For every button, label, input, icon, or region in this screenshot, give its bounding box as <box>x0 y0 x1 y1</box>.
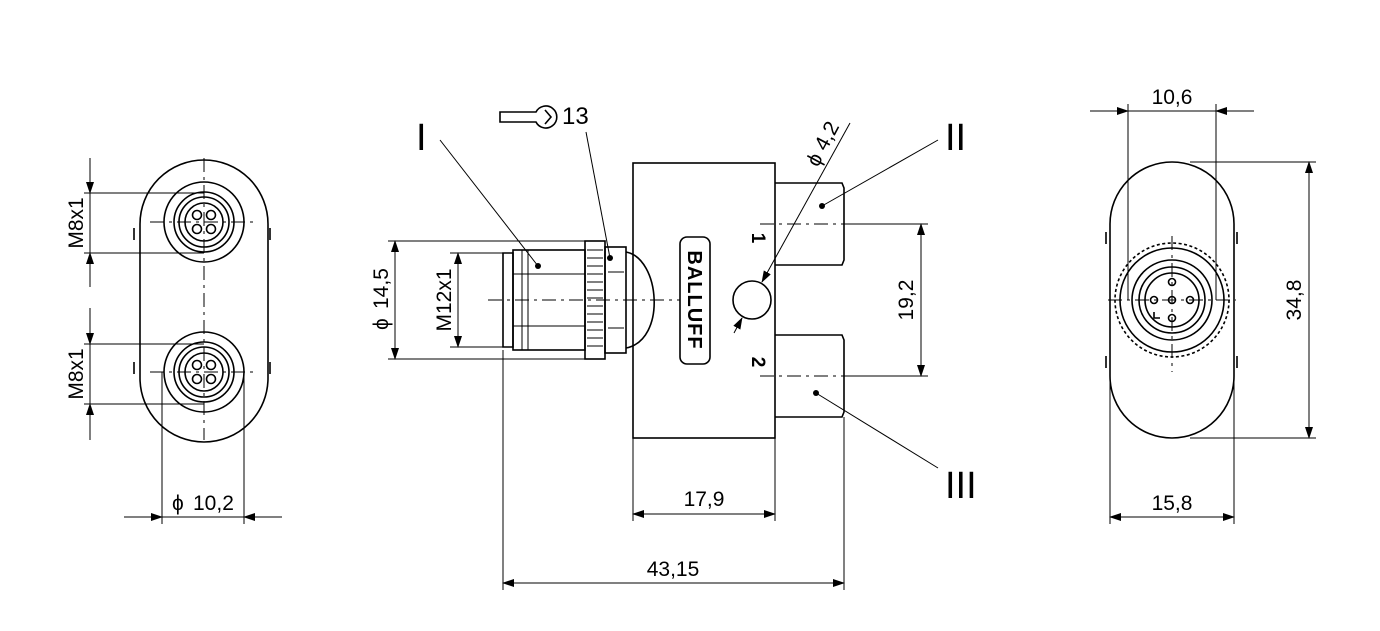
right-width-top-label: 10,6 <box>1152 86 1193 109</box>
body-length-label: 17,9 <box>684 488 725 511</box>
front-mounting-hole <box>732 280 772 320</box>
main-thread-label: M12x1 <box>433 268 456 331</box>
right-view: 10,6 34,8 15,8 <box>1090 86 1316 524</box>
callout-1: I <box>416 117 427 159</box>
port-spacing-label: 19,2 <box>895 280 918 321</box>
callout-3: III <box>945 465 977 507</box>
left-thread-bottom-label: M8x1 <box>65 348 88 399</box>
left-diameter-symbol: ϕ <box>172 492 184 515</box>
right-width-bottom-label: 15,8 <box>1152 492 1193 515</box>
left-diameter-label: 10,2 <box>193 492 234 515</box>
right-height-label: 34,8 <box>1283 280 1306 321</box>
left-view: M8x1 M8x1 ϕ 10,2 <box>65 158 282 524</box>
wrench-icon <box>499 105 558 129</box>
brand-label: BALLUFF <box>683 250 705 349</box>
front-view: BALLUFF 1 2 <box>370 103 977 590</box>
left-thread-top-label: M8x1 <box>65 197 88 248</box>
outer-diameter-symbol: ϕ <box>370 318 393 330</box>
wrench-size-label: 13 <box>562 103 589 130</box>
hole-diameter-label: 4,2 <box>810 118 844 155</box>
port-2-label: 2 <box>747 357 768 368</box>
outer-diameter-label: 14,5 <box>370 268 393 309</box>
port-1-label: 1 <box>747 233 768 244</box>
callout-2: II <box>945 117 966 159</box>
hole-diameter-symbol: ϕ <box>802 149 828 170</box>
total-length-label: 43,15 <box>647 558 700 581</box>
